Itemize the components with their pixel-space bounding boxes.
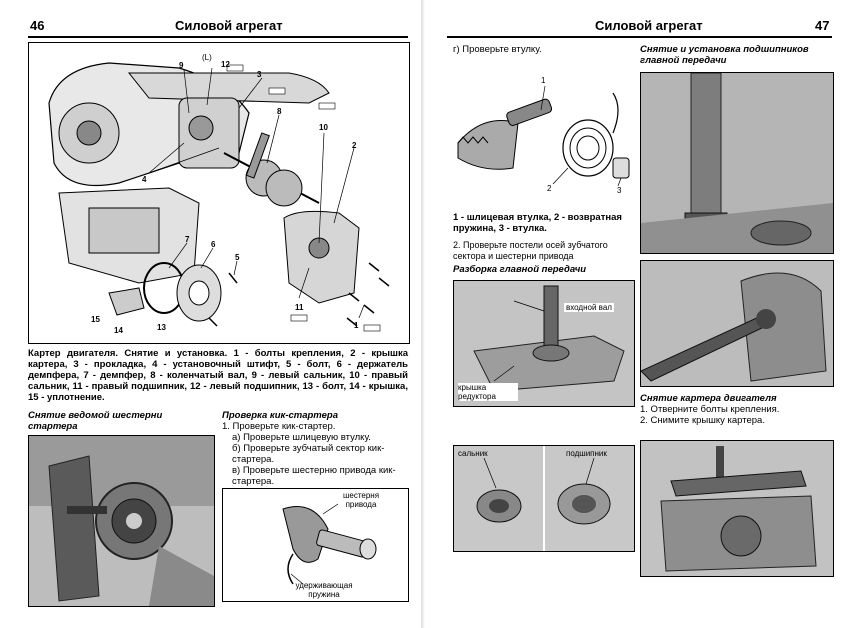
figure-caption: Картер двигателя. Снятие и установка. 1 … bbox=[28, 348, 408, 403]
figure-label: 12 bbox=[221, 60, 230, 69]
figure-label: 1 bbox=[354, 321, 359, 330]
kickstart-step-c: в) Проверьте шестерню привода кик-старте… bbox=[232, 465, 396, 487]
bearings-photo bbox=[640, 72, 834, 254]
header-rule bbox=[447, 36, 832, 38]
figure-label: (L) bbox=[202, 53, 212, 62]
figure-label: 15 bbox=[91, 315, 100, 324]
bearings-heading: Снятие и установка подшипников главной п… bbox=[640, 44, 809, 66]
right-page: Силовой агрегат 47 г) Проверьте втулку. … bbox=[425, 0, 850, 628]
starter-gear-photo bbox=[28, 435, 215, 607]
bushing-caption: 1 - шлицевая втулка, 2 - возвратная пруж… bbox=[453, 212, 622, 234]
seal-bearing-photo: сальник подшипник bbox=[453, 445, 635, 552]
section-heading-kickstart: Проверка кик-стартера bbox=[222, 410, 338, 421]
figure-label: 11 bbox=[295, 303, 304, 312]
check-beds-text: 2. Проверьте постели осей зубчатого сект… bbox=[453, 240, 608, 261]
figure-label: 6 bbox=[211, 240, 216, 249]
case-removal-photo bbox=[640, 440, 834, 577]
spring-label: удерживающая пружина bbox=[295, 581, 353, 599]
figure-label: 10 bbox=[319, 123, 328, 132]
figure-label: 4 bbox=[142, 175, 147, 184]
case-step-1: 1. Отверните болты крепления. bbox=[640, 404, 780, 415]
bushing-label: 3 bbox=[617, 186, 622, 195]
case-heading: Снятие картера двигателя bbox=[640, 393, 777, 404]
bearing-label: подшипник bbox=[566, 449, 607, 458]
final-drive-heading: Разборка главной передачи bbox=[453, 264, 587, 275]
figure-label: 13 bbox=[157, 323, 166, 332]
page-number: 46 bbox=[30, 18, 45, 33]
figure-label: 9 bbox=[179, 61, 184, 70]
crankcase-figure: 9 (L) 12 3 8 10 2 4 7 6 5 11 15 14 13 1 bbox=[28, 42, 410, 344]
crankcase-drawing bbox=[48, 62, 390, 332]
final-drive-photo: входной вал крышка редуктора bbox=[453, 280, 635, 407]
page-title: Силовой агрегат bbox=[595, 18, 703, 33]
check-bushing-text: г) Проверьте втулку. bbox=[453, 44, 542, 55]
case-step-2: 2. Снимите крышку картера. bbox=[640, 415, 765, 426]
page-title: Силовой агрегат bbox=[175, 18, 283, 33]
kickstart-step-1: 1. Проверьте кик-стартер. bbox=[222, 421, 336, 432]
kickstart-step-b: б) Проверьте зубчатый сектор кик-стартер… bbox=[232, 443, 385, 465]
figure-label: 2 bbox=[352, 141, 357, 150]
kickstart-figure: шестерня привода удерживающая пружина bbox=[222, 488, 409, 602]
section-heading-starter: Снятие ведомой шестерни стартера bbox=[28, 410, 163, 432]
figure-label: 5 bbox=[235, 253, 240, 262]
case-bolts-photo bbox=[640, 260, 834, 387]
header-rule bbox=[28, 36, 408, 38]
page-number: 47 bbox=[815, 18, 830, 33]
kickstart-step-a: а) Проверьте шлицевую втулку. bbox=[232, 432, 371, 443]
figure-label: 3 bbox=[257, 70, 262, 79]
cover-label: крышка редуктора bbox=[458, 383, 518, 401]
left-page: 46 Силовой агрегат bbox=[28, 18, 410, 607]
figure-label: 7 bbox=[185, 235, 190, 244]
figure-label: 14 bbox=[114, 326, 123, 335]
input-shaft-label: входной вал bbox=[564, 303, 614, 312]
bushing-label: 1 bbox=[541, 76, 546, 85]
bushing-label: 2 bbox=[547, 184, 552, 193]
bushing-figure: 1 2 3 bbox=[453, 58, 633, 208]
seal-label: сальник bbox=[458, 449, 488, 458]
figure-label: 8 bbox=[277, 107, 282, 116]
gear-label: шестерня привода bbox=[342, 491, 380, 509]
